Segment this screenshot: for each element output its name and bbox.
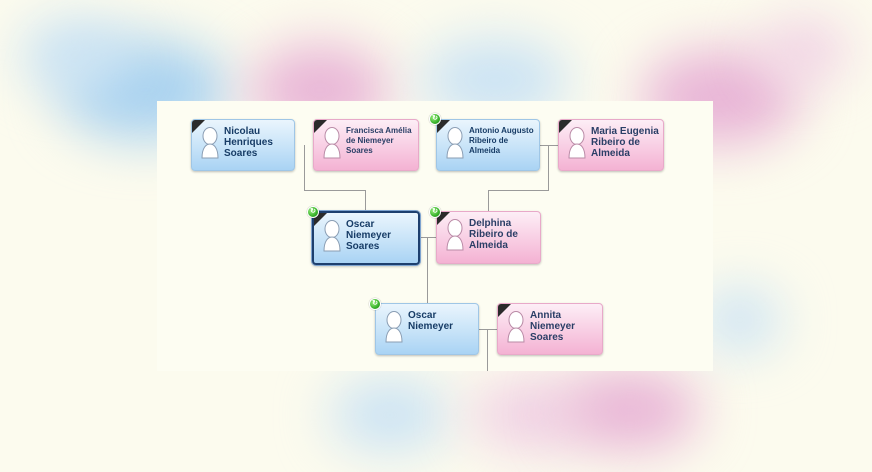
silhouette-avatar-icon xyxy=(444,219,466,251)
deceased-ribbon-icon xyxy=(498,304,511,317)
connector-line xyxy=(488,190,549,191)
connector-line xyxy=(304,145,305,190)
connector-line xyxy=(419,237,438,238)
person-card-maria[interactable]: Maria Eugenia Ribeiro de Almeida xyxy=(558,119,664,171)
person-name: Nicolau Henriques Soares xyxy=(224,126,273,159)
person-card-antonio[interactable]: Antonio Augusto Ribeiro de Almeida xyxy=(436,119,540,171)
silhouette-avatar-icon xyxy=(321,127,343,159)
person-name: Francisca Amélia de Niemeyer Soares xyxy=(346,126,412,155)
deceased-ribbon-icon xyxy=(437,212,450,225)
person-name: Annita Niemeyer Soares xyxy=(530,310,576,343)
family-tree-panel: Nicolau Henriques Soares Francisca Améli… xyxy=(157,101,713,371)
person-name: Maria Eugenia Ribeiro de Almeida xyxy=(591,126,659,159)
silhouette-avatar-icon xyxy=(321,220,343,252)
deceased-ribbon-icon xyxy=(314,120,327,133)
person-card-nicolau[interactable]: Nicolau Henriques Soares xyxy=(191,119,295,171)
person-name: Delphina Ribeiro de Almeida xyxy=(469,218,518,251)
connector-line xyxy=(487,329,488,371)
silhouette-avatar-icon xyxy=(383,311,405,343)
person-card-oscar-niemeyer-soares[interactable]: Oscar Niemeyer Soares xyxy=(312,211,420,265)
expand-tree-icon[interactable]: ↻ xyxy=(429,206,441,218)
silhouette-avatar-icon xyxy=(444,127,466,159)
deceased-ribbon-icon xyxy=(559,120,572,133)
deceased-ribbon-icon xyxy=(314,213,327,226)
person-name: Antonio Augusto Ribeiro de Almeida xyxy=(469,126,534,155)
expand-tree-icon[interactable]: ↻ xyxy=(429,113,441,125)
connector-line xyxy=(548,145,549,190)
person-card-oscar-niemeyer[interactable]: Oscar Niemeyer xyxy=(375,303,479,355)
connector-line xyxy=(539,145,559,146)
person-card-delphina[interactable]: Delphina Ribeiro de Almeida xyxy=(436,211,541,264)
silhouette-avatar-icon xyxy=(199,127,221,159)
person-card-francisca[interactable]: Francisca Amélia de Niemeyer Soares xyxy=(313,119,419,171)
connector-line xyxy=(365,190,366,211)
silhouette-avatar-icon xyxy=(566,127,588,159)
silhouette-avatar-icon xyxy=(505,311,527,343)
person-name: Oscar Niemeyer Soares xyxy=(346,219,392,252)
expand-tree-icon[interactable]: ↻ xyxy=(369,298,381,310)
connector-line xyxy=(304,190,366,191)
expand-tree-icon[interactable]: ↻ xyxy=(307,206,319,218)
person-card-annita[interactable]: Annita Niemeyer Soares xyxy=(497,303,603,355)
deceased-ribbon-icon xyxy=(192,120,205,133)
connector-line xyxy=(427,237,428,303)
person-name: Oscar Niemeyer xyxy=(408,310,454,332)
connector-line xyxy=(488,190,489,212)
deceased-ribbon-icon xyxy=(437,120,450,133)
